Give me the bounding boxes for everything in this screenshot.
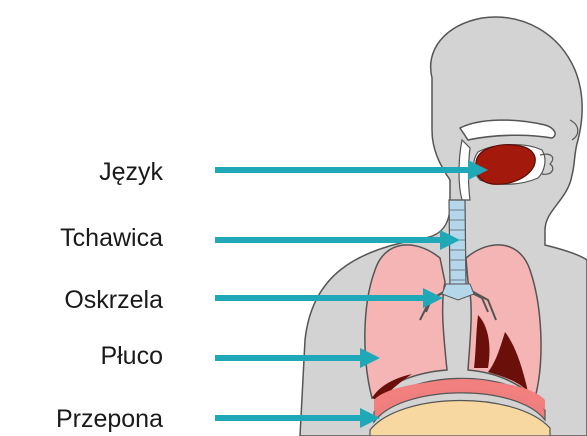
labels: Język Tchawica Oskrzela Płuco Przepona (56, 158, 164, 433)
label-tongue: Język (99, 158, 163, 186)
head-and-torso-outline (300, 17, 587, 436)
label-diaphragm: Przepona (56, 405, 163, 433)
label-trachea: Tchawica (60, 224, 163, 252)
body-silhouette (300, 17, 587, 436)
label-bronchi: Oskrzela (64, 286, 163, 314)
label-lung: Płuco (100, 342, 163, 370)
